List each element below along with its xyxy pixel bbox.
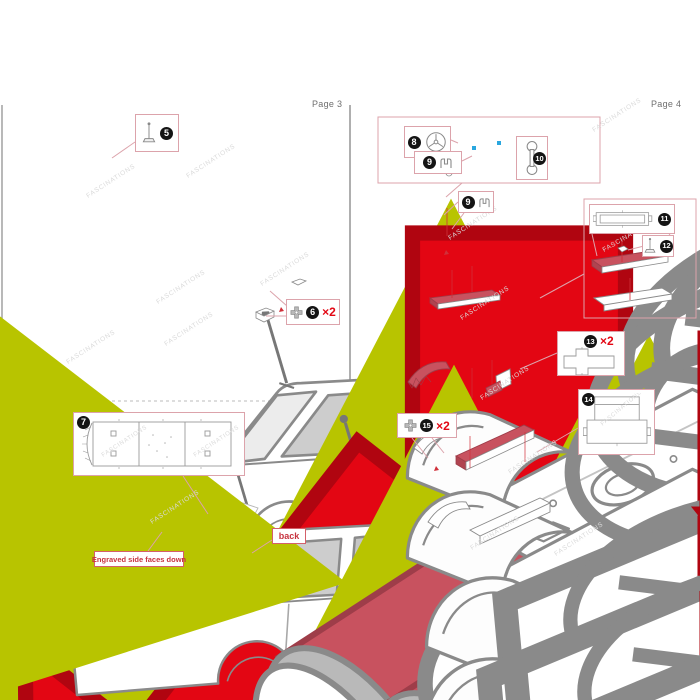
callout-step-6: 6 ×2	[286, 299, 340, 325]
bumper-part-2	[291, 278, 308, 286]
callout-step-12: 12	[642, 235, 674, 257]
callout-step-9a: 9	[414, 151, 462, 174]
engraved-note: Engraved side faces down	[92, 551, 186, 567]
antenna-part-icon	[142, 122, 156, 143]
watermark-text: FASCINATIONS	[163, 311, 214, 348]
beam-part-drawing	[593, 210, 653, 228]
callout-step-14: 14 FASCINATIONS	[578, 389, 655, 455]
step-badge-7: 7	[77, 416, 90, 429]
steering-wheel-icon	[425, 132, 446, 152]
watermark-text: FASCINATIONS	[155, 269, 206, 306]
cross-template-drawing	[562, 347, 615, 375]
step-badge-14: 14	[582, 393, 595, 406]
flat-template-drawing: FASCINATIONS FASCINATIONS	[82, 419, 239, 469]
step-badge-9a: 9	[423, 156, 436, 169]
back-note: back	[272, 528, 306, 544]
red-beam-installed	[428, 289, 502, 310]
step-badge-8: 8	[407, 135, 421, 149]
step-badge-6: 6	[306, 305, 320, 319]
watermark-text: FASCINATIONS	[65, 329, 116, 366]
chassis-step-5	[427, 497, 700, 700]
qty-label-13: ×2	[600, 334, 614, 348]
step-badge-9b: 9	[461, 195, 475, 209]
red-seat-part	[485, 380, 503, 398]
steering-assembly-box	[377, 116, 601, 184]
floor-panel-drawing: FASCINATIONS	[583, 393, 651, 447]
chassis-step-4	[413, 424, 700, 700]
callout-step-10: 10	[516, 136, 548, 180]
step-badge-12: 12	[660, 239, 673, 253]
bumper-part	[255, 307, 275, 323]
callout-step-11: 11	[589, 204, 675, 234]
cross-part-icon	[404, 419, 417, 432]
qty-label-15: ×2	[436, 418, 450, 433]
callout-step-13: 13 ×2	[557, 331, 625, 376]
leader-lines	[111, 139, 671, 554]
chassis-step-2	[406, 266, 700, 700]
page4-label: Page 4	[651, 99, 682, 109]
red-arrow-right-1	[485, 0, 700, 67]
step-badge-10: 10	[533, 152, 546, 165]
callout-step-15: 15 ×2	[397, 413, 457, 438]
red-arrow-right-2	[550, 0, 700, 67]
callout-step-9b: 9	[458, 191, 494, 213]
watermark-text: FASCINATIONS	[185, 143, 236, 180]
step-badge-13: 13	[584, 335, 597, 348]
clip-part-icon	[478, 197, 490, 207]
blue-marker-1	[472, 146, 476, 150]
pin-part-icon	[644, 237, 656, 253]
callout-step-7: 7 FASCINATIONS FASCINATIONS	[73, 412, 245, 476]
cross-part-icon	[290, 306, 303, 318]
step-badge-15: 15	[420, 419, 434, 432]
step-badge-11: 11	[658, 212, 671, 226]
watermark-text: FASCINATIONS	[591, 97, 642, 134]
page3-label: Page 3	[312, 99, 343, 109]
qty-label-6: ×2	[322, 305, 336, 319]
clip-part-icon	[440, 157, 452, 168]
chassis-step-3	[17, 360, 700, 700]
step-badge-5: 5	[160, 126, 173, 140]
callout-step-5: 5	[135, 114, 179, 152]
watermark-text: FASCINATIONS	[85, 163, 136, 200]
blue-marker-2	[497, 141, 501, 145]
callout-box-11-12	[583, 198, 697, 319]
